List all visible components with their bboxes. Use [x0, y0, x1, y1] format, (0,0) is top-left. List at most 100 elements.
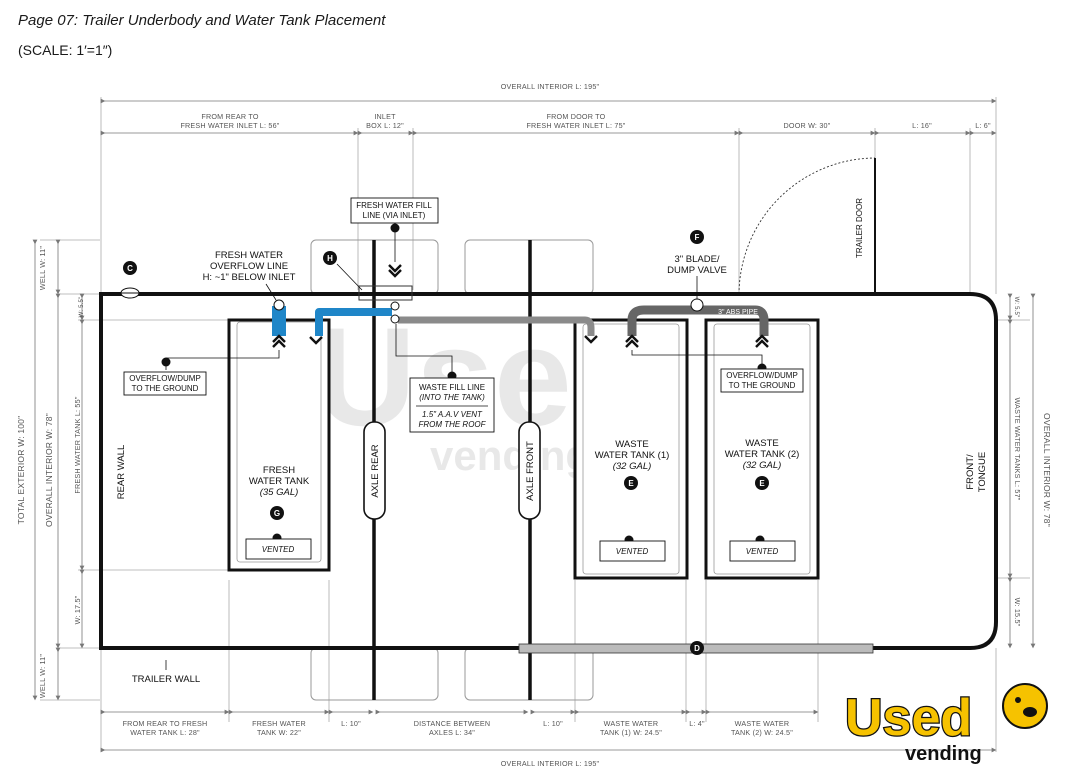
fresh-tank-label-3: (35 GAL) — [260, 487, 299, 498]
used-vending-logo: Used vending — [844, 683, 1048, 765]
waste1-label-3: (32 GAL) — [613, 461, 652, 472]
fresh-water-tank — [227, 318, 331, 572]
dim-inlet-2: BOX L: 12" — [366, 121, 404, 130]
chevron-down-icon — [388, 269, 402, 278]
dim-from-door-1: FROM DOOR TO — [547, 112, 606, 121]
dim-inlet-1: INLET — [374, 112, 396, 121]
waste-water-tank-2 — [704, 318, 820, 580]
waste-water-tank-1 — [573, 318, 689, 580]
overflow-dump-left-1: OVERFLOW/DUMP — [129, 374, 201, 383]
chevron-up-icon — [625, 334, 639, 343]
dim-w55-right: W: 5.5" — [1013, 297, 1019, 318]
blade-valve-1: 3" BLADE/ — [674, 254, 719, 265]
waste-fill-line-1: WASTE FILL LINE — [419, 383, 485, 392]
fresh-fill-pipe — [315, 308, 392, 336]
fresh-vented: VENTED — [262, 545, 295, 554]
fresh-tank-label-1: FRESH — [263, 465, 295, 476]
fresh-overflow-pipe — [272, 306, 286, 336]
dim-waste1-1: WASTE WATER — [604, 719, 659, 728]
dim-axles-2: AXLES L: 34" — [429, 728, 475, 737]
dim-l16: L: 16" — [912, 121, 932, 130]
watermark-sub: vending — [430, 432, 591, 479]
dim-w55-left: W: 5.5" — [79, 297, 85, 318]
waste2-label-1: WASTE — [745, 438, 778, 449]
dim-waste2-1: WASTE WATER — [735, 719, 790, 728]
overflow-line-3: H: ~1" BELOW INLET — [203, 272, 296, 283]
axle-front-hub — [518, 421, 541, 520]
axle-front-label: AXLE FRONT — [525, 441, 536, 501]
chevron-down-icon — [309, 336, 323, 345]
dim-from-rear-1: FROM REAR TO — [201, 112, 258, 121]
inlet-port-icon — [390, 301, 400, 311]
marker-g: G — [274, 509, 280, 518]
dim-rear-fresh-2: WATER TANK L: 28" — [130, 728, 200, 737]
aav-vent-2: FROM THE ROOF — [418, 420, 486, 429]
waste2-label-3: (32 GAL) — [743, 460, 782, 471]
overflow-dump-right-1: OVERFLOW/DUMP — [726, 371, 798, 380]
overflow-valve-icon — [273, 299, 285, 311]
waste1-vented: VENTED — [616, 547, 649, 556]
dim-fresh-w-1: FRESH WATER — [252, 719, 306, 728]
dim-l10b: L: 10" — [543, 719, 563, 728]
abs-pipe-label: 3" ABS PIPE — [718, 309, 758, 316]
dim-waste1-2: TANK (1) W: 24.5" — [600, 728, 662, 737]
marker-d: D — [694, 644, 700, 653]
inlet-box — [358, 285, 413, 301]
marker-f: F — [695, 233, 700, 242]
dim-fresh-tank-l: FRESH WATER TANK L: 55" — [73, 396, 82, 493]
page-title: Page 07: Trailer Underbody and Water Tan… — [18, 12, 386, 29]
dim-overall-interior-right: OVERALL INTERIOR W: 78" — [1042, 413, 1052, 527]
chevrons — [272, 264, 769, 348]
dim-overall-top: OVERALL INTERIOR L: 195" — [501, 82, 600, 91]
trailer-outline — [99, 292, 998, 650]
dim-door: DOOR W: 30" — [784, 121, 831, 130]
pig-icon — [1002, 683, 1048, 729]
dim-w175: W: 17.5" — [73, 595, 82, 624]
chevron-up-icon — [755, 334, 769, 343]
dim-well-bottom: WELL W: 11" — [38, 654, 47, 698]
logo-word: Used — [845, 689, 972, 747]
dim-l6: L: 6" — [975, 121, 991, 130]
aav-vent-1: 1.5" A.A.V VENT — [422, 410, 483, 419]
front-label-2: TONGUE — [977, 452, 988, 492]
dim-from-door-2: FRESH WATER INLET L: 75" — [526, 121, 625, 130]
blade-valve-icon — [690, 298, 704, 312]
info-icon — [161, 357, 171, 367]
dim-waste2-2: TANK (2) W: 24.5" — [731, 728, 793, 737]
chevron-down-icon — [584, 335, 598, 344]
door-swing-arc — [738, 157, 876, 295]
marker-e1: E — [628, 479, 634, 488]
dim-axles-1: DISTANCE BETWEEN — [414, 719, 491, 728]
dim-overall-bottom: OVERALL INTERIOR L: 195" — [501, 759, 600, 768]
logo-sub: vending — [905, 743, 982, 765]
scale-note: (SCALE: 1′=1″) — [18, 42, 113, 58]
trailer-door-label: TRAILER DOOR — [855, 198, 864, 258]
waste-fill-pipe — [398, 316, 595, 336]
waste-port-icon — [390, 314, 400, 324]
info-icon — [390, 223, 400, 233]
waste-fill-line-2: (INTO THE TANK) — [419, 393, 485, 402]
axle-rear-hub — [363, 421, 386, 520]
front-label-1: FRONT/ — [965, 454, 976, 490]
fresh-fill-line-1: FRESH WATER FILL — [356, 201, 432, 210]
fresh-fill-line-2: LINE (VIA INLET) — [363, 211, 426, 220]
dim-well-top: WELL W: 11" — [38, 246, 47, 290]
waste2-label-2: WATER TANK (2) — [725, 449, 800, 460]
fresh-tank-label-2: WATER TANK — [249, 476, 310, 487]
dim-l4: L: 4" — [689, 719, 705, 728]
dimension-arrows — [32, 98, 1036, 753]
marker-c: C — [127, 264, 133, 273]
overflow-line-2: OVERFLOW LINE — [210, 261, 288, 272]
overflow-dump-left-2: TO THE GROUND — [132, 384, 199, 393]
callout-boxes — [123, 197, 804, 562]
blade-valve-2: DUMP VALVE — [667, 265, 727, 276]
dim-overall-interior-left: OVERALL INTERIOR W: 78" — [44, 413, 54, 527]
dim-total-exterior: TOTAL EXTERIOR W: 100" — [16, 416, 26, 525]
dim-from-rear-2: FRESH WATER INLET L: 56" — [180, 121, 279, 130]
markers: C H F G E E D — [120, 230, 874, 655]
dim-rear-fresh-1: FROM REAR TO FRESH — [123, 719, 208, 728]
overflow-dump-right-2: TO THE GROUND — [729, 381, 796, 390]
dim-w155: W: 15.5" — [1013, 598, 1022, 627]
trailer-wall-label: TRAILER WALL — [132, 674, 200, 685]
